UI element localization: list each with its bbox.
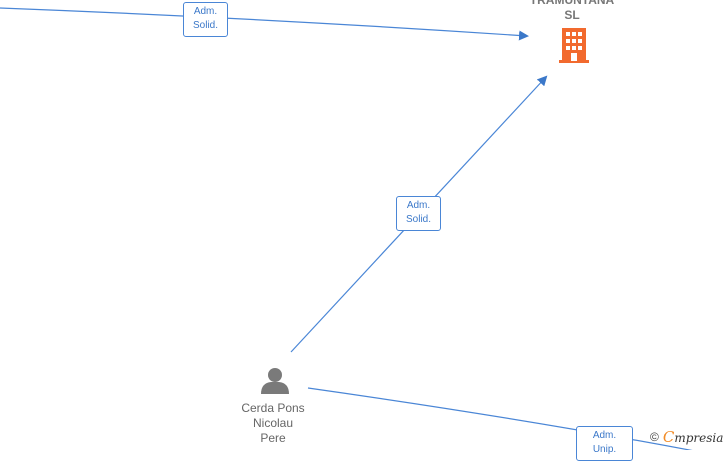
edge-badge-top[interactable]: Adm. Solid.: [183, 2, 228, 37]
company-name-line1: TRAMUNTANA: [529, 0, 615, 7]
edge-badge-bottom[interactable]: Adm. Unip.: [576, 426, 633, 461]
edge-badge-middle[interactable]: Adm. Solid.: [396, 196, 441, 231]
company-name-line2: SL: [564, 8, 580, 22]
person-name-line1: Cerda Pons: [241, 401, 305, 415]
person-name-line2: Nicolau: [252, 416, 294, 430]
empresia-logo-text: mpresia: [674, 431, 724, 445]
relationship-graph: [0, 7, 693, 450]
building-icon[interactable]: [559, 28, 589, 63]
edge-badge-bottom-line1: Adm.: [592, 430, 617, 441]
person-icon[interactable]: [261, 368, 289, 394]
edge-badge-middle-line2: Solid.: [405, 214, 431, 225]
empresia-logo: Cmpresia: [663, 428, 724, 446]
empresia-watermark: © Cmpresia: [650, 428, 723, 446]
person-name-line3: Pere: [260, 431, 286, 445]
company-name[interactable]: TRAMUNTANA SL: [512, 0, 632, 23]
edge-line-person-out: [307, 387, 693, 450]
edge-badge-top-line1: Adm.: [193, 6, 218, 17]
empresia-logo-e: C: [662, 428, 675, 446]
person-name[interactable]: Cerda Pons Nicolau Pere: [223, 401, 323, 446]
edge-badge-top-line2: Solid.: [192, 20, 218, 31]
edge-badge-bottom-line2: Unip.: [592, 444, 617, 455]
copyright-symbol: ©: [650, 430, 659, 444]
edge-badge-middle-line1: Adm.: [406, 200, 431, 211]
edge-line-top: [0, 7, 529, 41]
